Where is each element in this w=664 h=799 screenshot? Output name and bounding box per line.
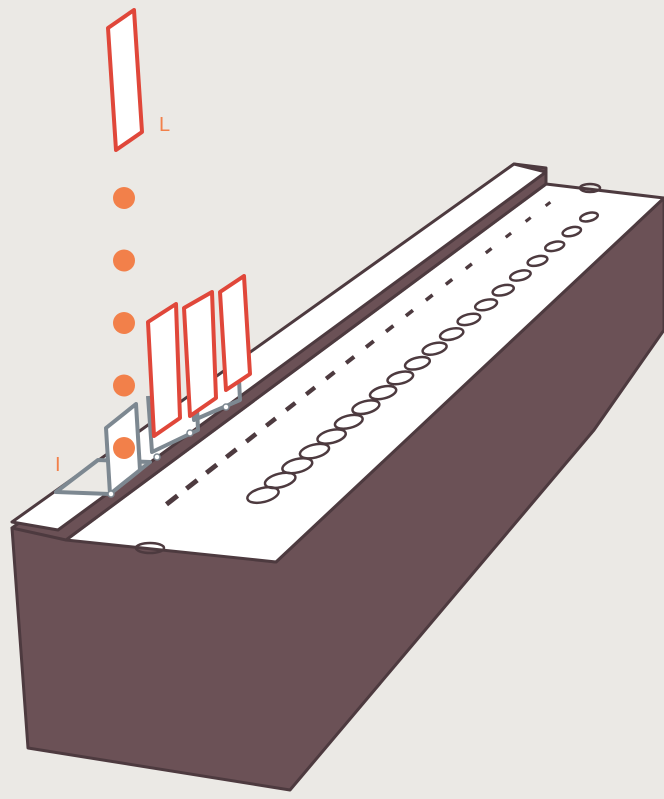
path-dot [113, 250, 135, 272]
raised-panel-3 [220, 276, 250, 390]
path-dot [113, 312, 135, 334]
bracket-hinge [223, 404, 229, 410]
bracket-hinge [108, 491, 114, 497]
raised-panel-1 [148, 304, 180, 436]
raised-panel-2 [184, 292, 216, 416]
path-dot [113, 437, 135, 459]
label-lifted-panel: L [159, 115, 170, 135]
lifted-panel [108, 10, 142, 150]
bracket-hinge [187, 430, 193, 436]
path-dot [113, 375, 135, 397]
path-dot [113, 187, 135, 209]
label-base-bracket: I [55, 455, 61, 475]
bracket-hinge [154, 454, 160, 460]
